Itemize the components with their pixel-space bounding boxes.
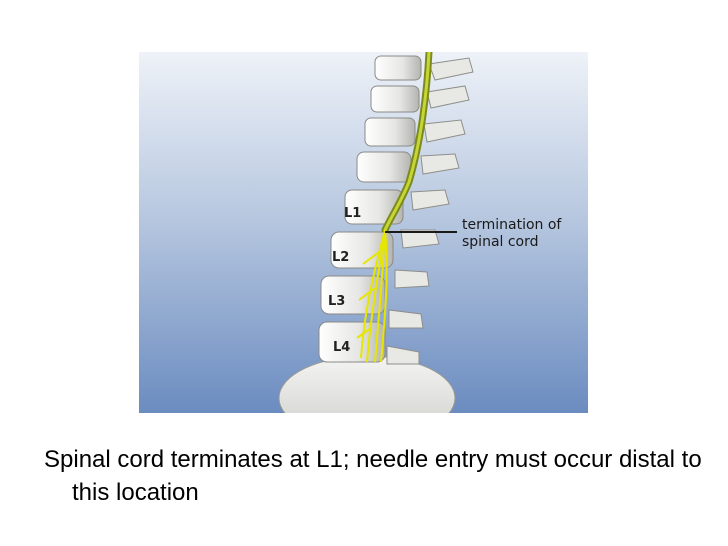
vertebra-label-l2: L2 [332, 250, 350, 265]
slide-caption: Spinal cord terminates at L1; needle ent… [44, 446, 702, 506]
vertebra-label-l4: L4 [333, 340, 351, 355]
lumbar-spine-diagram [139, 52, 588, 413]
spine-illustration: L1 L2 L3 L4 termination of spinal cord [139, 52, 588, 413]
termination-annotation: termination of spinal cord [462, 217, 562, 250]
vertebral-processes [386, 57, 474, 365]
vertebra-label-l3: L3 [328, 294, 346, 309]
vertebra-label-l1: L1 [344, 206, 362, 221]
vertebral-bodies [318, 55, 422, 363]
cauda-equina [356, 229, 388, 363]
